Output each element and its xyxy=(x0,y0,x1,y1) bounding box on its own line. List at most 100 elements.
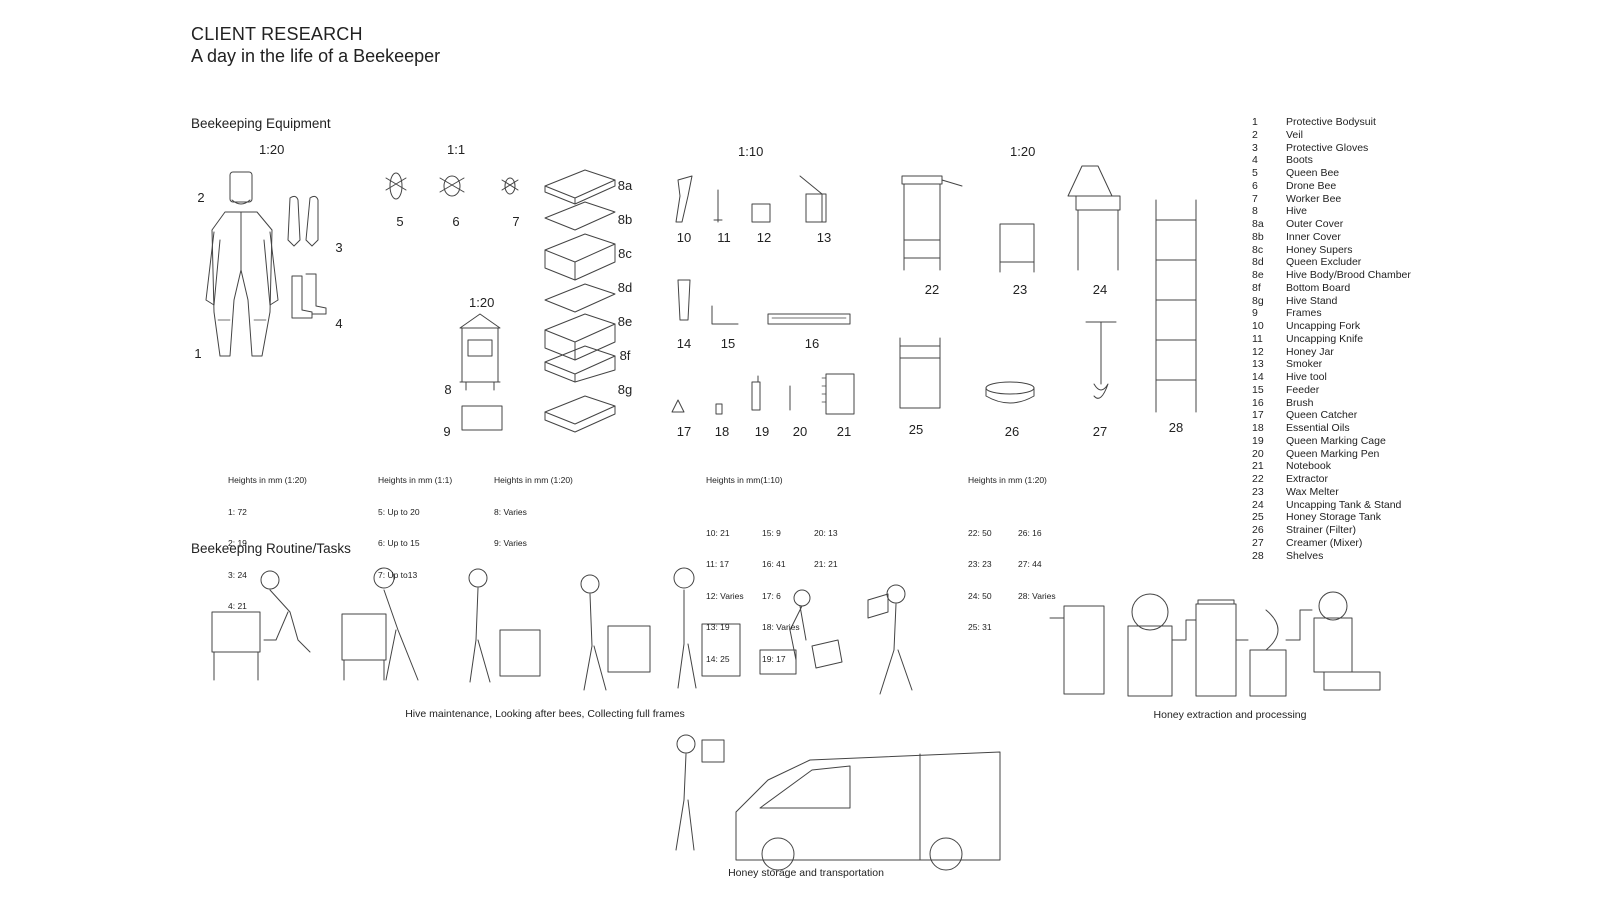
legend-label: Uncapping Fork xyxy=(1286,320,1361,332)
legend-label: Queen Excluder xyxy=(1286,256,1362,269)
dimension-line: 13: 19 xyxy=(706,622,730,632)
van-icon xyxy=(675,734,1001,871)
legend-label: Notebook xyxy=(1286,460,1331,473)
item-number-16: 16 xyxy=(804,336,820,351)
bodysuit-icon xyxy=(205,171,279,357)
item-number-9: 9 xyxy=(443,424,451,439)
legend-label: Hive xyxy=(1286,205,1308,218)
legend-number: 13 xyxy=(1252,358,1264,371)
item-number-22: 22 xyxy=(924,282,940,297)
dimension-line: 12: Varies xyxy=(706,590,744,601)
scale-label-clothing: 1:20 xyxy=(259,142,285,157)
legend-number: 23 xyxy=(1252,485,1264,498)
item-number-27: 27 xyxy=(1092,424,1108,439)
legend-label: Wax Melter xyxy=(1286,485,1339,498)
caption-storage: Honey storage and transportation xyxy=(728,867,884,879)
dimension-line: 22: 50 xyxy=(968,527,992,538)
item-number-8a: 8a xyxy=(617,178,633,193)
legend-number: 19 xyxy=(1252,434,1264,447)
legend-label: Uncapping Knife xyxy=(1286,332,1364,345)
legend-label: Hive tool xyxy=(1286,371,1327,383)
legend-number: 15 xyxy=(1252,383,1264,396)
item-number-18: 18 xyxy=(714,424,730,439)
legend-label: Queen Marking Pen xyxy=(1286,447,1380,460)
item-number-1: 1 xyxy=(194,346,202,361)
item-number-10: 10 xyxy=(676,230,692,245)
dimension-line: 15: 9 xyxy=(762,527,781,538)
legend-label: Brush xyxy=(1286,396,1314,409)
smoker-icon xyxy=(799,175,827,223)
dimension-line: 20: 13 xyxy=(814,527,838,538)
legend-label: Queen Catcher xyxy=(1286,409,1358,422)
legend-label: Outer Cover xyxy=(1286,218,1344,230)
dimensions-title: Heights in mm (1:20) xyxy=(494,475,573,485)
dimensions-group-4: Heights in mm(1:10) 10: 21 11: 17 12: Va… xyxy=(706,454,838,696)
legend-number: 11 xyxy=(1252,332,1263,345)
item-number-7: 7 xyxy=(512,214,520,229)
legend-number: 8 xyxy=(1252,205,1258,218)
legend-number: 8e xyxy=(1252,269,1264,281)
dimensions-title: Heights in mm (1:1) xyxy=(378,475,453,485)
scale-label-bees: 1:1 xyxy=(447,142,466,157)
item-number-26: 26 xyxy=(1004,424,1020,439)
dimensions-group-3: Heights in mm (1:20) 8: Varies 9: Varies xyxy=(494,454,573,559)
legend-label: Veil xyxy=(1286,128,1303,141)
extraction-line-icon xyxy=(1049,591,1381,697)
boots-icon xyxy=(291,273,327,319)
legend-label: Drone Bee xyxy=(1286,179,1337,192)
legend-number: 2 xyxy=(1252,128,1258,141)
legend-number: 5 xyxy=(1252,167,1258,179)
item-number-8d: 8d xyxy=(617,280,633,295)
legend-label: Honey Storage Tank xyxy=(1286,511,1381,524)
legend-number: 8a xyxy=(1252,218,1264,230)
legend-row: 23 Wax Melter xyxy=(1252,486,1411,499)
dimension-line: 11: 17 xyxy=(706,559,730,569)
legend-label: Feeder xyxy=(1286,383,1320,396)
legend-number: 4 xyxy=(1252,154,1258,167)
legend-label: Uncapping Tank & Stand xyxy=(1286,498,1402,511)
dimensions-title: Heights in mm (1:20) xyxy=(968,475,1047,485)
legend-number: 18 xyxy=(1252,422,1264,434)
legend-row: 8 Hive xyxy=(1252,205,1411,218)
legend-number: 7 xyxy=(1252,192,1258,205)
legend-number: 9 xyxy=(1252,307,1258,320)
item-number-8b: 8b xyxy=(617,212,633,227)
legend-row: 25 Honey Storage Tank xyxy=(1252,511,1411,524)
extractor-icon xyxy=(901,165,1121,273)
legend-label: Inner Cover xyxy=(1286,230,1341,243)
caption-extraction: Honey extraction and processing xyxy=(1153,709,1307,721)
legend-number: 25 xyxy=(1252,511,1264,524)
frame-icon xyxy=(544,169,616,433)
legend-row: 11 Uncapping Knife xyxy=(1252,333,1411,346)
dimension-line: 4: 21 xyxy=(228,601,247,611)
legend-row: 15 Feeder xyxy=(1252,384,1411,397)
legend-number: 1 xyxy=(1252,116,1258,128)
item-number-17: 17 xyxy=(676,424,692,439)
legend-label: Essential Oils xyxy=(1286,422,1350,434)
beekeeper-figure-icon xyxy=(211,567,913,695)
scale-label-tools: 1:10 xyxy=(738,144,764,159)
dimension-line: 19: 17 xyxy=(762,653,786,664)
item-number-28: 28 xyxy=(1168,420,1184,435)
dimension-line: 26: 16 xyxy=(1018,527,1042,538)
scale-label-processing: 1:20 xyxy=(1010,144,1036,159)
item-number-8f: 8f xyxy=(619,348,631,363)
dimension-line: 21: 21 xyxy=(814,559,838,569)
item-number-5: 5 xyxy=(396,214,404,229)
